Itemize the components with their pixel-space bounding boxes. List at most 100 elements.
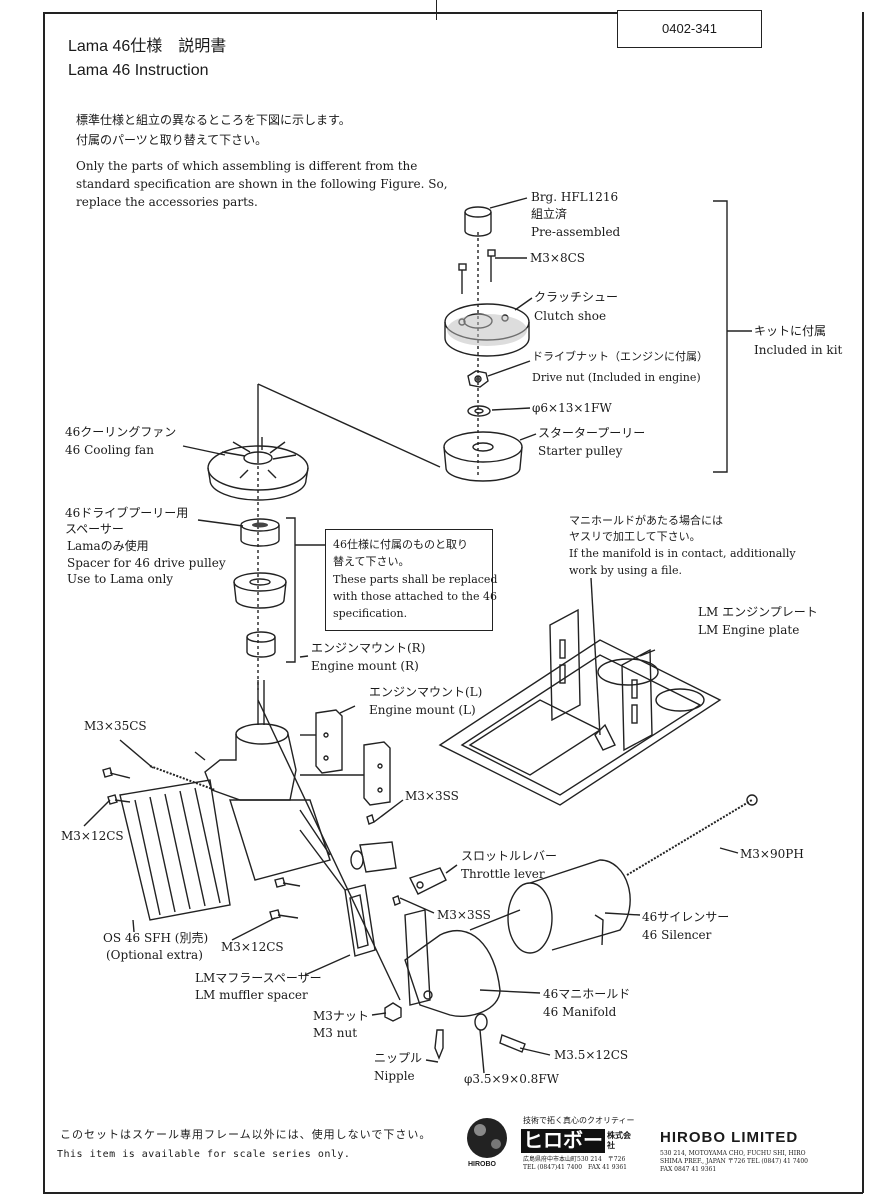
frame-left	[43, 12, 45, 1192]
label-plate-jp: LM エンジンプレート	[698, 605, 818, 619]
footer-notice-jp: このセットはスケール専用フレーム以外には、使用しないで下さい。	[60, 1128, 432, 1141]
label-nipple-jp: ニップル	[374, 1051, 423, 1065]
label-m3x12cs-2: M3×12CS	[221, 940, 284, 954]
label-drivenut-en: Drive nut (Included in engine)	[532, 371, 701, 384]
label-m3x3ss-1: M3×3SS	[405, 789, 459, 803]
footer-notice-en: This item is available for scale series …	[57, 1149, 351, 1160]
label-nipple-en: Nipple	[374, 1069, 415, 1083]
intro-jp-1: 標準仕様と組立の異なるところを下図に示します。	[76, 113, 351, 127]
label-manifold-jp: 46マニホールド	[543, 987, 631, 1001]
label-clutch-en: Clutch shoe	[534, 309, 607, 323]
label-mount-l-jp: エンジンマウント(L)	[369, 685, 483, 699]
label-bearing-3: Pre-assembled	[531, 225, 621, 239]
label-manifold-note-en-2: work by using a file.	[569, 564, 682, 577]
frame-top	[43, 12, 617, 14]
label-fan-en: 46 Cooling fan	[65, 443, 154, 457]
label-spacer-jp-2: スペーサー	[65, 522, 124, 536]
label-plate-en: LM Engine plate	[698, 623, 800, 637]
label-m3x8cs: M3×8CS	[530, 251, 586, 265]
m35-screw-part	[499, 1034, 526, 1053]
drive-pulley-spacer-part	[233, 518, 287, 658]
washer-part	[467, 405, 491, 417]
m3-nut-part	[384, 1002, 402, 1022]
address-jp-2: TEL (0847)41 7400 FAX 41 9361	[523, 1164, 628, 1171]
brand-tagline: 技術で拓く真心のクオリティー	[523, 1116, 635, 1125]
logo-caption: HIROBO	[468, 1161, 496, 1168]
label-washer: φ6×13×1FW	[532, 401, 612, 415]
note-jp-1: 46仕様に付属のものと取り	[333, 538, 468, 551]
intro-en-1: Only the parts of which assembling is di…	[76, 159, 418, 173]
label-manifold-note-en-1: If the manifold is in contact, additiona…	[569, 547, 796, 560]
label-spacer-jp-1: 46ドライブプーリー用	[65, 506, 189, 520]
label-m3nut-en: M3 nut	[313, 1026, 358, 1040]
label-spacer-en-2: Use to Lama only	[67, 572, 174, 586]
drive-nut-part	[467, 370, 489, 388]
manifold-part	[404, 909, 501, 1017]
label-bearing-2: 組立済	[531, 207, 568, 221]
label-mount-r-en: Engine mount (R)	[311, 659, 419, 673]
m3x8-screws	[458, 249, 496, 294]
label-m3x12cs-1: M3×12CS	[61, 829, 124, 843]
label-os46-1: OS 46 SFH (別売)	[103, 931, 209, 945]
label-washer-2: φ3.5×9×0.8FW	[464, 1072, 559, 1086]
label-m3x90ph: M3×90PH	[740, 847, 804, 861]
label-muffler-jp: LMマフラースペーサー	[195, 971, 322, 985]
note-en-3: specification.	[333, 607, 408, 620]
note-en-2: with those attached to the 46	[333, 590, 498, 603]
label-silencer-jp: 46サイレンサー	[642, 910, 730, 924]
replacement-note-box	[325, 529, 493, 631]
silencer-part	[507, 859, 631, 954]
label-kit-en: Included in kit	[754, 343, 843, 357]
label-m3x3ss-2: M3×3SS	[437, 908, 491, 922]
label-m3nut-jp: M3ナット	[313, 1009, 369, 1023]
label-muffler-en: LM muffler spacer	[195, 988, 308, 1002]
label-m3x35cs: M3×35CS	[84, 719, 147, 733]
label-drivenut-jp: ドライブナット（エンジンに付属）	[532, 350, 708, 363]
cooling-fan-part	[207, 437, 309, 501]
note-jp-2: 替えて下さい。	[333, 555, 410, 568]
starter-pulley-part	[443, 431, 523, 482]
spacer-bracket	[286, 517, 296, 663]
label-os46-2: (Optional extra)	[106, 948, 203, 962]
bearing-part	[464, 206, 492, 237]
document-number: 0402-341	[617, 10, 762, 48]
title-en: Lama 46 Instruction	[68, 62, 209, 79]
address-en-2: SHIMA PREF., JAPAN 〒726 TEL (0847) 41 74…	[660, 1158, 808, 1165]
muffler-spacer-part	[344, 884, 376, 957]
label-mount-r-jp: エンジンマウント(R)	[311, 641, 426, 655]
engine-part	[119, 680, 331, 921]
nipple-part	[434, 1029, 444, 1060]
engine-mount-l-part	[363, 741, 391, 806]
address-en-3: FAX 0847 41 9361	[660, 1166, 717, 1173]
label-spacer-jp-3: Lamaのみ使用	[67, 539, 149, 553]
label-manifold-note-jp-1: マニホールドがあたる場合には	[569, 514, 723, 527]
intro-en-3: replace the accessories parts.	[76, 195, 258, 209]
throttle-lever-part	[350, 841, 447, 895]
brand-logotype-block	[521, 1129, 605, 1153]
label-m35x12cs: M3.5×12CS	[554, 1048, 629, 1062]
kit-bracket	[713, 200, 728, 473]
fold-mark	[436, 0, 437, 20]
label-bearing-1: Brg. HFL1216	[531, 190, 619, 204]
label-manifold-note-jp-2: ヤスリで加工して下さい。	[569, 530, 701, 543]
washer-2-part	[474, 1013, 488, 1031]
intro-jp-2: 付属のパーツと取り替えて下さい。	[76, 133, 268, 147]
title-jp: Lama 46仕様 説明書	[68, 38, 227, 55]
hirobo-logo-graphic	[467, 1118, 507, 1158]
address-jp-1: 広島県府中市本山町530 214 〒726	[523, 1156, 626, 1163]
label-clutch-jp: クラッチシュー	[534, 290, 619, 304]
label-mount-l-en: Engine mount (L)	[369, 703, 476, 717]
intro-en-2: standard specification are shown in the …	[76, 177, 448, 191]
brand-name-jp: ヒロボー	[523, 1130, 603, 1152]
label-starter-jp: スタータープーリー	[538, 426, 646, 440]
brand-suffix: 株式会社	[607, 1131, 631, 1150]
label-spacer-en-1: Spacer for 46 drive pulley	[67, 556, 226, 570]
label-throttle-en: Throttle lever	[461, 867, 545, 881]
label-silencer-en: 46 Silencer	[642, 928, 712, 942]
engine-mount-r-part	[315, 709, 343, 774]
frame-right	[862, 12, 864, 1193]
note-en-1: These parts shall be replaced	[333, 573, 498, 586]
address-en-1: 530 214, MOTOYAMA CHO, FUCHU SHI, HIRO	[660, 1150, 806, 1157]
